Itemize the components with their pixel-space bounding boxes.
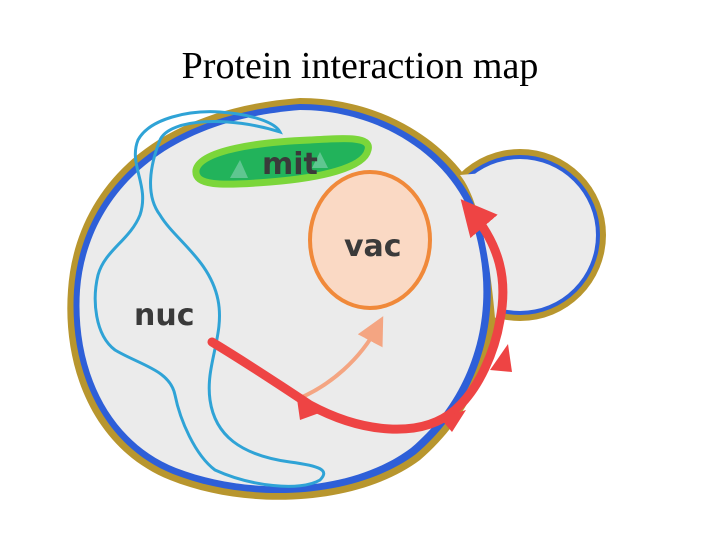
nucleus-outline bbox=[93, 110, 326, 488]
arrowhead-mid-1 bbox=[296, 392, 322, 420]
vacuole: vac bbox=[308, 170, 432, 310]
page-title: Protein interaction map bbox=[181, 45, 539, 87]
vacuole-label: vac bbox=[344, 229, 402, 264]
nucleus-label: nuc bbox=[134, 298, 195, 333]
mitochondrion: mit bbox=[192, 135, 372, 188]
arrowhead-mid-2 bbox=[440, 410, 466, 432]
arrowhead-mid-3 bbox=[490, 344, 512, 372]
arrow-nucleus-to-bud bbox=[207, 199, 508, 434]
arrow-to-vacuole bbox=[299, 316, 384, 400]
mitochondrion-label: mit bbox=[262, 147, 318, 182]
